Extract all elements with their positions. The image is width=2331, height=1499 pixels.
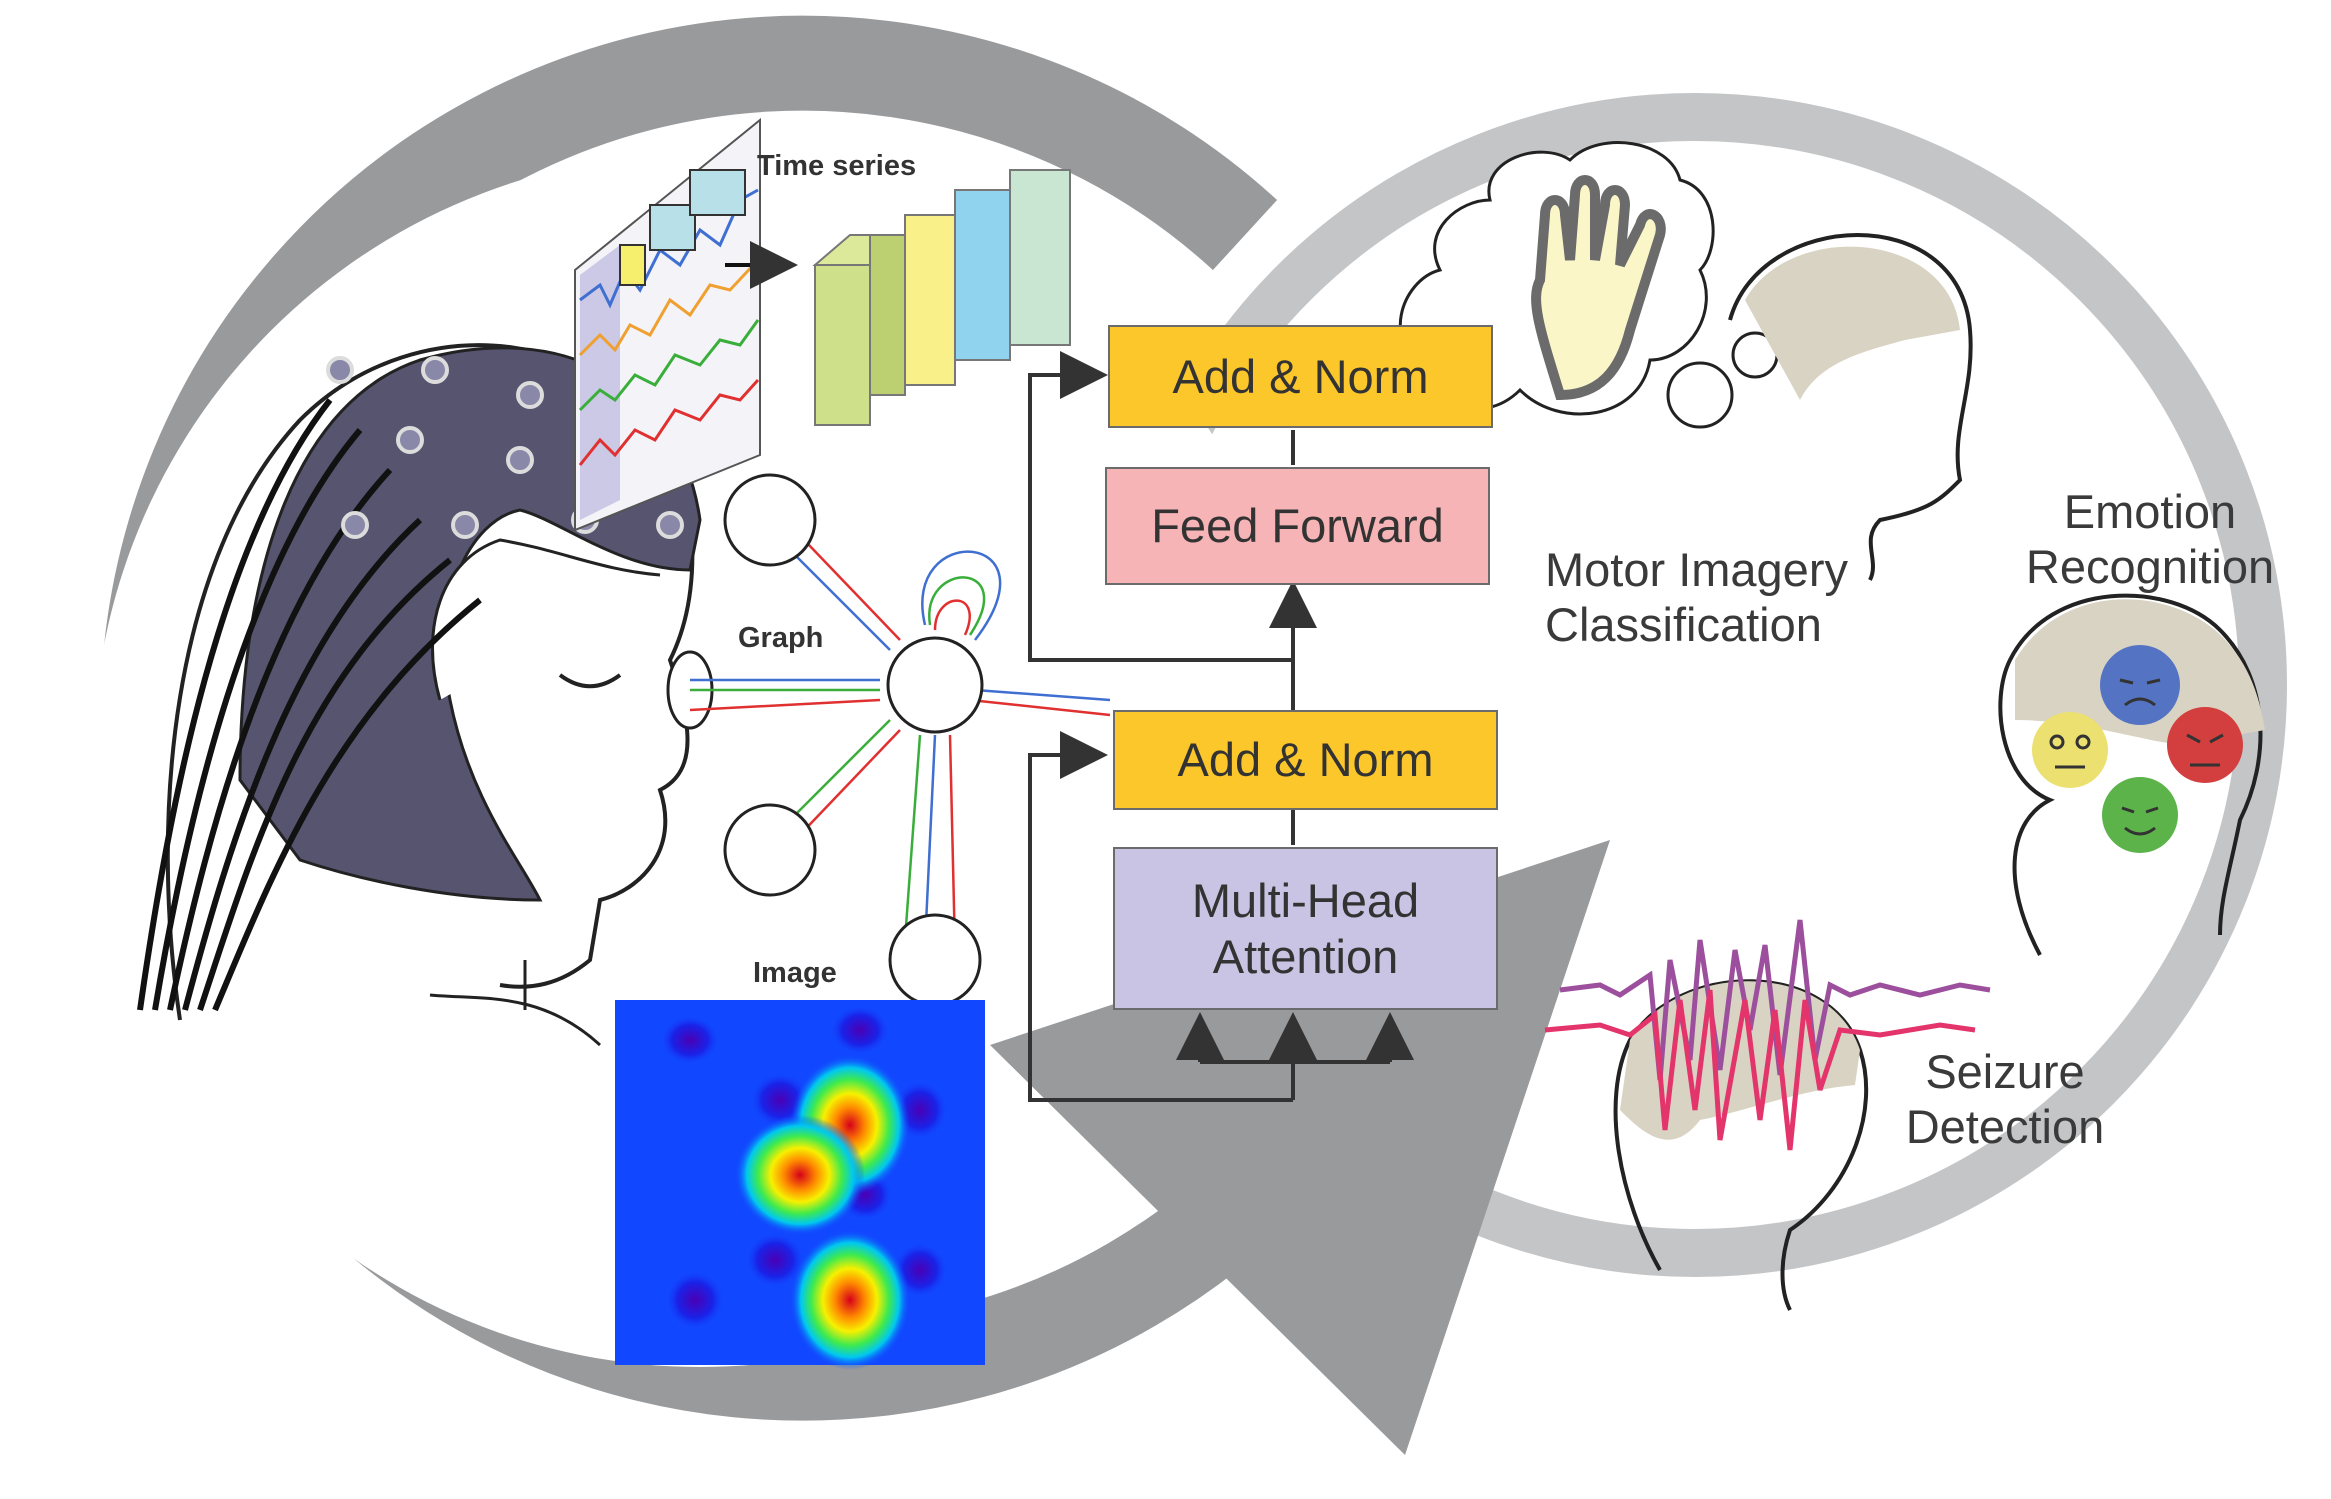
mha-line-1: Multi-Head — [1191, 874, 1420, 928]
heatmap-image — [615, 1000, 985, 1370]
seizure-line-1: Seizure — [1925, 1045, 2085, 1098]
emotion-recognition-label: Emotion Recognition — [2000, 484, 2300, 595]
seizure-line-2: Detection — [1905, 1100, 2105, 1154]
time-series-label: Time series — [757, 150, 917, 182]
emotion-line-2: Recognition — [2025, 540, 2275, 594]
add-norm-bottom-block: Add & Norm — [1113, 710, 1498, 810]
seizure-detection-head — [1544, 919, 1991, 1311]
seizure-detection-label: Seizure Detection — [1885, 1044, 2125, 1155]
time-series-conv-blocks — [812, 169, 1071, 426]
graph-label: Graph — [738, 622, 824, 654]
motor-imagery-label: Motor Imagery Classification — [1545, 542, 1848, 653]
multi-head-attention-block: Multi-Head Attention — [1113, 847, 1498, 1010]
feed-forward-block: Feed Forward — [1105, 467, 1490, 585]
motor-line-2: Classification — [1545, 598, 1822, 652]
time-series-panel — [574, 117, 798, 532]
transformer-connectors — [1028, 351, 1414, 1102]
add-norm-top-block: Add & Norm — [1108, 325, 1493, 428]
graph-structure — [689, 473, 1111, 1007]
mha-line-2: Attention — [1212, 929, 1399, 983]
emotion-line-1: Emotion — [2063, 485, 2237, 538]
image-label: Image — [753, 957, 837, 989]
emotion-recognition-head — [1998, 593, 2265, 956]
motor-line-1: Motor Imagery — [1545, 543, 1848, 596]
